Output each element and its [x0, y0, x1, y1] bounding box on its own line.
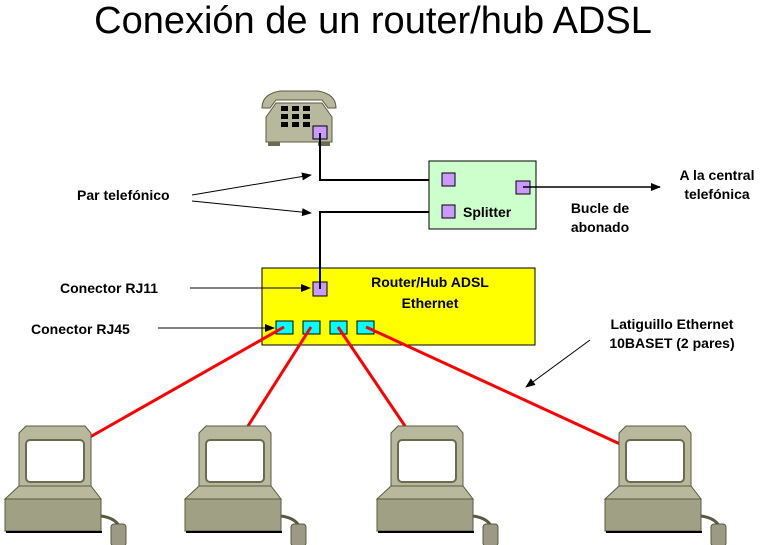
splitter-modem-port — [441, 204, 456, 219]
conector-rj45-label: Conector RJ45 — [31, 321, 130, 337]
latiguillo-pointer-arrow — [525, 339, 591, 388]
ethernet-cable — [336, 326, 407, 427]
ethernet-cable — [246, 326, 313, 427]
rj45-port — [275, 320, 294, 335]
par-telefonico-label: Par telefónico — [77, 187, 170, 203]
phone-line-to-router — [319, 211, 448, 289]
central-label-line2: telefónica — [684, 186, 750, 202]
central-label-line1: A la central — [680, 167, 755, 183]
bucle-label-line2: abonado — [571, 219, 629, 235]
par-telefonico-arrow-2 — [191, 200, 312, 217]
latiguillo-label-line2: 10BASET (2 pares) — [609, 335, 734, 351]
rj45-port — [356, 320, 375, 335]
splitter-phone-port — [441, 172, 456, 187]
diagram-title: Conexión de un router/hub ADSL — [94, 0, 652, 42]
par-telefonico-arrow-1 — [191, 172, 312, 196]
router: Router/Hub ADSL Ethernet — [261, 267, 536, 346]
splitter-label: Splitter — [463, 204, 512, 220]
ethernet-cable — [89, 325, 285, 439]
telephone-icon — [261, 90, 337, 146]
router-label-line2: Ethernet — [402, 295, 459, 311]
phone-line-to-splitter — [319, 133, 448, 181]
computer-icon — [3, 425, 127, 545]
bucle-label-line1: Bucle de — [571, 200, 630, 216]
computer-icon — [603, 425, 727, 545]
router-label-line1: Router/Hub ADSL — [371, 274, 489, 290]
splitter: Splitter — [428, 160, 537, 230]
latiguillo-label-line1: Latiguillo Ethernet — [611, 316, 734, 332]
computer-icon — [183, 425, 307, 545]
conector-rj11-label: Conector RJ11 — [60, 280, 158, 296]
ethernet-cable — [365, 325, 621, 446]
computer-icon — [375, 425, 499, 545]
